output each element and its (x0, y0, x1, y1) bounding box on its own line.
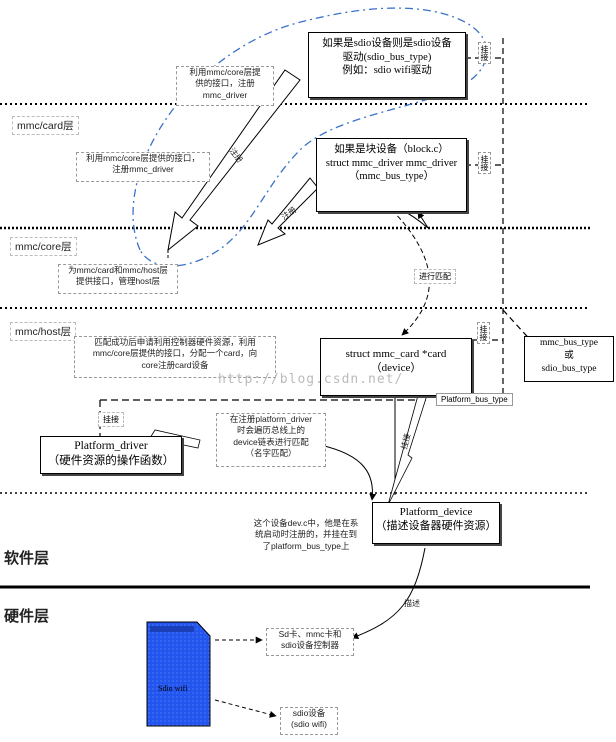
block-driver-line3: （mmc_bus_type） (348, 171, 435, 183)
platform-device-box: Platform_device （描述设备器硬件资源） (372, 502, 500, 544)
note-host-match: 匹配成功后申请利用控制器硬件资源，利用 mmc/core层提供的接口，分配一个c… (74, 336, 276, 378)
note-sdio-device: sdio设备 (sdio wifi) (280, 707, 338, 735)
bus-type-line2: 或 (564, 350, 574, 361)
note-host-match-1: 匹配成功后申请利用控制器硬件资源，利用 (94, 337, 256, 347)
platform-device-line1: Platform_device (399, 506, 473, 518)
note-device-desc-3: 了platform_bus_type上 (262, 540, 350, 551)
note-device-desc-1: 这个设备dev.c中，他是在系 (253, 518, 359, 528)
note-platform-register-1: 在注册platform_driver (229, 414, 313, 424)
note-sd-card-2: sdio设备控制器 (280, 640, 340, 651)
block-driver-line1: 如果是块设备（block.c） (334, 144, 449, 155)
note-card-interface: 利用mmc/core层提 供的接口，注册 mmc_driver (176, 66, 274, 106)
layer-label-core: mmc/core层 (10, 237, 77, 256)
label-mount-2: 挂接 (478, 152, 491, 174)
layer-label-hardware: 硬件层 (4, 608, 50, 625)
note-core-provides-1: 为mmc/card和mmc/host层 (68, 265, 168, 275)
note-platform-register: 在注册platform_driver 时会遍历总线上的 device链表进行匹配… (216, 413, 326, 467)
label-mount-4: 挂接 (98, 412, 124, 427)
label-platform-bus-type: Platform_bus_type (436, 393, 513, 406)
block-driver-line2: struct mmc_driver mmc_driver (325, 157, 458, 169)
note-platform-register-2: 时会遍历总线上的 (236, 425, 305, 436)
bus-type-line3: sdio_bus_type (541, 363, 597, 374)
note-sdio-device-1: sdio设备 (292, 708, 326, 718)
note-sd-card: Sd卡、mmc卡和 sdio设备控制器 (266, 628, 354, 656)
mmc-card-line2: （device） (370, 362, 422, 375)
layer-label-card: mmc/card层 (12, 116, 79, 135)
note-host-match-3: core注册card设备 (141, 359, 209, 370)
label-mount-3: 挂接 (477, 322, 490, 344)
platform-driver-box: Platform_driver （硬件资源的操作函数） (40, 436, 182, 474)
layer-label-host: mmc/host层 (10, 322, 77, 341)
note-card-interface-2: 供的接口，注册 (195, 78, 255, 89)
note-card-interface-1: 利用mmc/core层提 (189, 67, 261, 77)
platform-driver-line2: （硬件资源的操作函数） (47, 454, 175, 467)
note-sdio-device-2: (sdio wifi) (291, 719, 327, 730)
bus-type-box: mmc_bus_type 或 sdio_bus_type (524, 336, 614, 382)
mmc-card-box: struct mmc_card *card （device） (320, 338, 472, 396)
chip-label: Sdio wifi (158, 684, 188, 693)
note-core-interface-1: 利用mmc/core层提供的接口， (86, 153, 200, 163)
note-device-desc: 这个设备dev.c中，他是在系 统启动时注册的，并挂在到 了platform_b… (244, 518, 368, 558)
platform-driver-line1: Platform_driver (74, 440, 148, 452)
note-platform-register-3: device链表进行匹配 (233, 436, 309, 447)
note-device-desc-2: 统启动时注册的，并挂在到 (254, 529, 357, 540)
label-describe: 描述 (404, 599, 420, 608)
sdio-driver-box: 如果是sdio设备则是sdio设备 驱动(sdio_bus_type) 例如：s… (308, 32, 466, 98)
note-core-interface: 利用mmc/core层提供的接口， 注册mmc_driver (76, 152, 210, 182)
sdio-driver-line2: 驱动(sdio_bus_type) (342, 51, 432, 63)
watermark: http://blog.csdn.net/ (218, 372, 404, 387)
note-card-interface-3: mmc_driver (202, 89, 248, 100)
label-mount-1: 挂接 (478, 42, 491, 64)
note-host-match-2: mmc/core层提供的接口，分配一个card，向 (92, 348, 258, 359)
mmc-card-line1: struct mmc_card *card (345, 348, 447, 360)
layer-label-software: 软件层 (4, 550, 50, 567)
note-sd-card-1: Sd卡、mmc卡和 (278, 629, 342, 639)
note-core-interface-2: 注册mmc_driver (112, 164, 174, 175)
block-driver-box: 如果是块设备（block.c） struct mmc_driver mmc_dr… (316, 138, 467, 212)
label-match: 进行匹配 (414, 269, 456, 284)
note-platform-register-4: （名字匹配） (245, 448, 297, 459)
bus-type-line1: mmc_bus_type (539, 338, 599, 348)
note-core-provides: 为mmc/card和mmc/host层 提供接口，管理host层 (58, 264, 178, 294)
platform-device-line2: （描述设备器硬件资源） (375, 520, 497, 533)
note-core-provides-2: 提供接口，管理host层 (75, 276, 161, 287)
sdio-driver-line3: 例如：sdio wifi驱动 (342, 65, 432, 77)
sdio-driver-line1: 如果是sdio设备则是sdio设备 (322, 38, 452, 49)
